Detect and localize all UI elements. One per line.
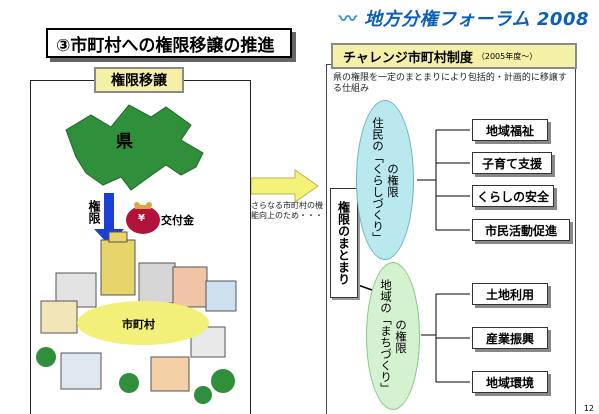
prefecture-illustration	[36, 104, 237, 404]
page-title: ③市町村への権限移譲の推進	[46, 28, 292, 58]
purse-icon	[126, 202, 160, 234]
item-civic-activity: 市民活動促進	[472, 219, 570, 241]
yen-symbol: ¥	[138, 213, 145, 224]
forum-logo: 〰 地方分権フォーラム 2008	[339, 5, 589, 31]
authority-transfer-badge: 権限移譲	[94, 67, 184, 93]
living-authority-col2: の権限	[386, 162, 400, 198]
item-regional-environment: 地域環境	[472, 371, 548, 393]
item-community-welfare: 地域福祉	[472, 119, 548, 141]
municipality-ellipse	[77, 301, 209, 345]
municipality-label: 市町村	[122, 318, 155, 331]
item-land-use: 土地利用	[472, 283, 548, 305]
town-authority-ellipse: 地域の「まちづくり」 の権限	[366, 262, 420, 410]
forum-logo-text: 地方分権フォーラム 2008	[364, 9, 589, 30]
challenge-system-heading: チャレンジ市町村制度 （2005年度～）	[331, 43, 577, 69]
prefecture-label: 県	[116, 132, 133, 152]
middle-note: さらなる市町村の機能向上のため・・・	[251, 201, 323, 220]
item-living-safety: くらしの安全	[472, 185, 554, 207]
town-buildings-icon	[36, 231, 237, 404]
town-authority-col1: 地域の「まちづくり」	[379, 278, 393, 394]
next-step-arrow-icon	[251, 169, 319, 203]
living-authority-col1: 住民の「くらしづくり」	[371, 116, 385, 244]
authority-arrow-shaft	[104, 193, 114, 231]
page-number: 12	[583, 404, 594, 413]
town-authority-col2: の権限	[394, 318, 408, 354]
item-industry-promotion: 産業振興	[472, 327, 548, 349]
item-childcare-support: 子育て支援	[472, 152, 552, 174]
forum-logo-icon: 〰	[338, 9, 358, 30]
challenge-heading-text: チャレンジ市町村制度	[343, 50, 473, 66]
prefecture-map-shape	[65, 104, 204, 191]
grant-label: 交付金	[161, 214, 194, 227]
authority-label: 権限	[87, 200, 101, 224]
living-authority-ellipse: 住民の「くらしづくり」 の権限	[356, 100, 414, 260]
authority-bundle-label: 権限のまとまり	[330, 188, 358, 298]
connector-lines	[357, 129, 470, 383]
system-description: 県の権限を一定のまとまりにより包括的・計画的に移譲する仕組み	[333, 73, 567, 94]
challenge-heading-sub: （2005年度～）	[476, 51, 538, 61]
